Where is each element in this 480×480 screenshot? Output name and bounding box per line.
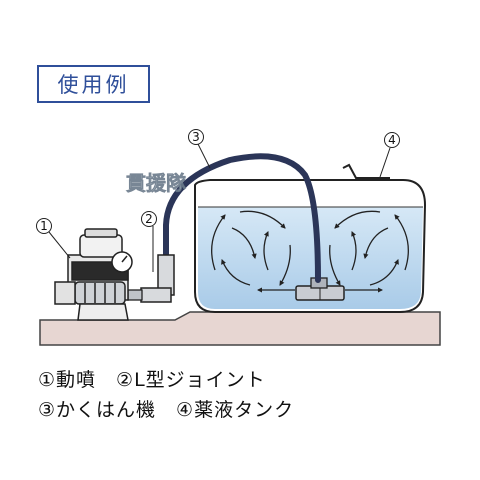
svg-text:4: 4 — [388, 133, 396, 147]
agitator-head — [295, 277, 345, 301]
power-sprayer — [54, 228, 133, 321]
svg-text:3: 3 — [192, 130, 200, 144]
svg-text:1: 1 — [40, 219, 48, 233]
watermark: 貫援隊 — [126, 171, 187, 195]
callout-3 — [188, 129, 204, 145]
caption-line-1: ①動噴 ②L型ジョイント — [38, 369, 266, 391]
callout-1 — [36, 218, 52, 234]
chemical-tank — [194, 163, 427, 313]
ground — [39, 311, 441, 346]
l-joint — [127, 254, 175, 303]
agitator-hose — [163, 153, 321, 291]
caption-line-2: ③かくはん機 ④薬液タンク — [38, 399, 295, 421]
svg-text:2: 2 — [145, 212, 153, 226]
flow-arrows — [211, 210, 409, 293]
example-badge: 使用例 — [37, 65, 150, 103]
callout-4 — [384, 132, 400, 148]
callout-2 — [141, 211, 157, 227]
callouts: 1 2 3 4 — [36, 129, 400, 272]
